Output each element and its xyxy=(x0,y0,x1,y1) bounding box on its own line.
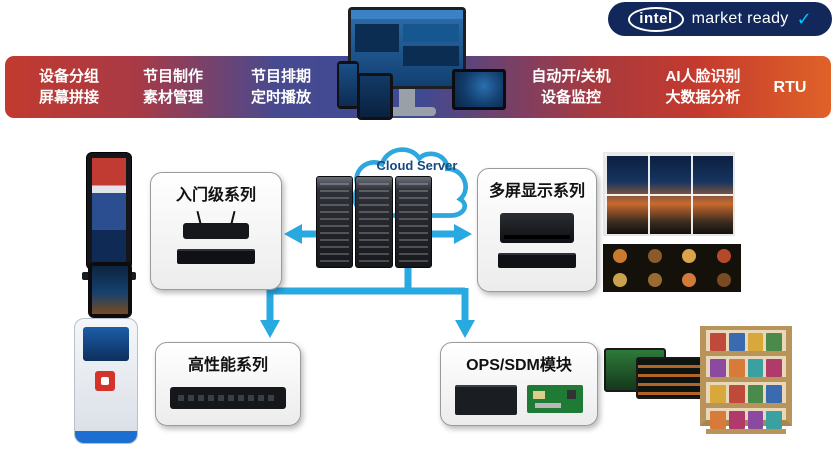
check-icon: ✓ xyxy=(796,8,812,29)
server-rack-image xyxy=(316,176,432,268)
tablet-display-image xyxy=(88,262,132,318)
tablet-image-right xyxy=(452,69,506,110)
sdm-board-image xyxy=(527,385,583,413)
category-title: OPS/SDM模块 xyxy=(466,357,572,374)
category-box-high-performance-series: 高性能系列 xyxy=(155,342,301,426)
arrow-down-right-head xyxy=(455,320,475,338)
feature-item-program-production: 节目制作 素材管理 xyxy=(123,56,223,118)
feature-line: 素材管理 xyxy=(142,89,203,106)
video-wall-image xyxy=(603,152,735,236)
feature-line: 大数据分析 xyxy=(665,89,741,106)
feature-item-device-grouping: 设备分组 屏幕拼接 xyxy=(19,56,119,118)
kiosk-display-image xyxy=(74,318,138,444)
server-tower xyxy=(355,176,393,268)
feature-item-scheduling: 节目排期 定时播放 xyxy=(231,56,331,118)
feature-line: 设备分组 xyxy=(38,68,99,85)
category-box-entry-series: 入门级系列 xyxy=(150,172,282,290)
category-title: 入门级系列 xyxy=(175,187,256,204)
market-ready-label: market ready xyxy=(691,10,789,27)
arrow-down-left-head xyxy=(260,320,280,338)
intel-logo: intel xyxy=(628,6,684,32)
feature-line: 节目制作 xyxy=(142,68,203,85)
arrow-left-head xyxy=(284,224,302,244)
monitor-stand xyxy=(399,89,415,108)
media-player-image xyxy=(177,249,255,264)
phone-image xyxy=(337,61,359,109)
ops-module-image xyxy=(455,385,517,415)
player-box-image xyxy=(500,213,574,243)
feature-line: AI人脸识别 xyxy=(665,68,741,85)
shelf-display-image xyxy=(700,326,792,434)
feature-line: 自动开/关机 xyxy=(531,68,611,85)
feature-line: 节目排期 xyxy=(250,68,311,85)
dashboard-screen-image xyxy=(351,10,463,86)
menu-board-image xyxy=(603,244,741,292)
feature-line: RTU xyxy=(773,78,807,96)
feature-item-rtu: RTU xyxy=(761,56,819,118)
management-console-monitor-image xyxy=(348,7,466,89)
monitor-base xyxy=(378,107,436,116)
feature-line: 定时播放 xyxy=(250,89,311,106)
category-title: 多屏显示系列 xyxy=(488,183,585,200)
category-box-ops-sdm-module: OPS/SDM模块 xyxy=(440,342,598,426)
media-player-image xyxy=(498,253,576,268)
server-tower xyxy=(394,176,432,268)
feature-item-auto-power: 自动开/关机 设备监控 xyxy=(513,56,629,118)
menu-screens-image xyxy=(604,348,704,399)
category-box-multiscreen-series: 多屏显示系列 xyxy=(477,168,597,292)
feature-line: 屏幕拼接 xyxy=(38,89,99,106)
feature-item-ai-face: AI人脸识别 大数据分析 xyxy=(645,56,761,118)
feature-line: 设备监控 xyxy=(540,89,601,106)
totem-display-image xyxy=(82,152,136,284)
category-title: 高性能系列 xyxy=(187,357,268,374)
intel-market-ready-badge: intel market ready ✓ xyxy=(608,2,832,36)
high-performance-player-image xyxy=(170,387,286,409)
server-tower xyxy=(316,176,354,268)
cloud-server-label: Cloud Server xyxy=(376,158,458,173)
set-top-box-image xyxy=(183,210,249,239)
tablet-image-left xyxy=(357,73,393,120)
